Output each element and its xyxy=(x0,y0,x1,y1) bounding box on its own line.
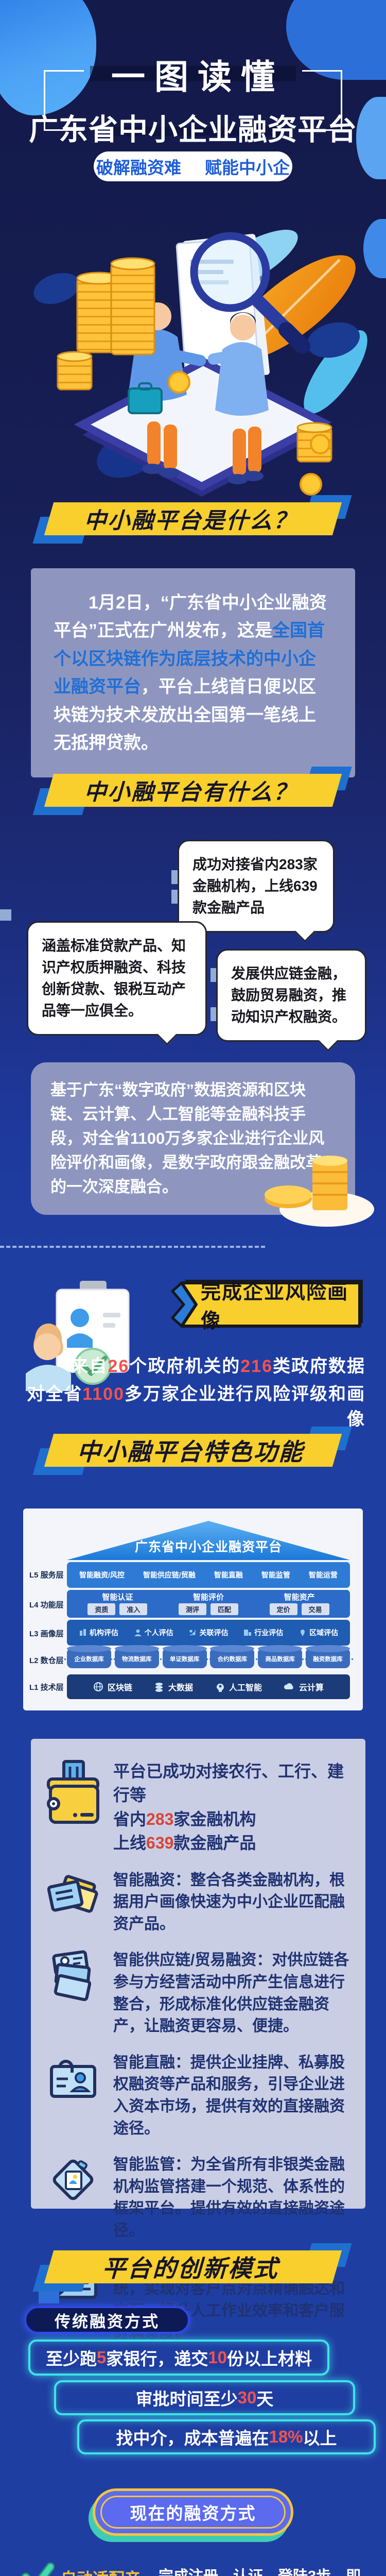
stat-line-2: 省内283家金融机构 xyxy=(113,1809,256,1828)
feature-text: 智能监管：为全省所有非银类金融机构监管搭建一个规范、体系性的框架平台。提供有效的… xyxy=(113,2156,345,2239)
banner-risk-profile: 完成企业风险画像 xyxy=(152,1279,368,1333)
feature-text: 智能融资：整合各类金融机构，根据用户画像快速为中小企业匹配融资产品。 xyxy=(113,1871,345,1933)
database-icon: 单证数据库 xyxy=(162,1645,207,1668)
database-icon: 商品数据库 xyxy=(258,1645,303,1668)
person-icon: 个人评估 xyxy=(134,1628,173,1638)
banner-what-has-label: 中小融平台有什么？ xyxy=(82,780,303,805)
clip-card-icon xyxy=(45,2052,101,2104)
arch-l1-row: 区块链 大数据 人工智能 云计算 xyxy=(67,1674,350,1699)
current-pill-label: 现在的融资方式 xyxy=(100,2496,286,2529)
current-pill: 现在的融资方式 xyxy=(93,2488,293,2536)
banner-features-label: 中小融平台特色功能 xyxy=(75,1438,310,1465)
arch-l3-row: 机构评估 个人评估 关联评估 行业评估 区域评估 xyxy=(67,1620,350,1646)
banner-features: 中小融平台特色功能 xyxy=(44,1434,342,1467)
database-icon: 合约数据库 xyxy=(210,1645,255,1668)
arch-roof: 广东省中小企业融资平台 xyxy=(67,1521,350,1560)
big-data-icon: 大数据 xyxy=(154,1681,193,1693)
bubble-supplychain: 发展供应链金融，鼓励贸易融资，推动知识产权融资。 xyxy=(216,949,366,1042)
what-is-pre: 1月2日，“广东省中小企业融资平台”正式在广州发布，这是 xyxy=(54,593,327,641)
pixel-decor xyxy=(0,909,11,921)
network-icon: 关联评估 xyxy=(188,1628,228,1638)
arch-l5-label: L5 服务层 xyxy=(29,1571,64,1580)
bubble-products: 涵盖标准贷款产品、知识产权质押融资、科技创新贷款、银税互动产品等一应俱全。 xyxy=(27,921,207,1036)
arch-l1-label: L1 技术层 xyxy=(29,1683,64,1692)
building-icon: 机构评估 xyxy=(79,1628,118,1638)
database-icon: 企业数据库 xyxy=(67,1645,111,1668)
businessman-right-icon xyxy=(207,312,269,484)
current-item: 自动适配产品: 完成注册、认证、登陆3步，即可在融资超市自动适配金融产品，为企业… xyxy=(21,2560,376,2576)
badge-icon xyxy=(45,2154,101,2206)
decor-square xyxy=(39,2291,59,2303)
id-card-check-icon xyxy=(26,1281,130,1391)
slogan-pill: 破解融资难 赋能中小企 xyxy=(94,151,292,181)
wallet-icon xyxy=(45,1759,101,1826)
slogan-left: 破解融资难 xyxy=(96,158,181,177)
banner-what-is: 中小融平台是什么？ xyxy=(44,502,342,535)
bubble-institutions: 成功对接省内283家金融机构，上线639款金融产品 xyxy=(178,840,335,933)
banner-what-has: 中小融平台有什么？ xyxy=(44,774,342,807)
feature-item: 智能供应链/贸易融资：对供应链各参与方经营活动中所产生信息进行整合，形成标准化供… xyxy=(45,1950,350,2037)
finance-cards-icon xyxy=(45,1870,101,1921)
feature-item: 智能监管：为全省所有非银类金融机构监管搭建一个规范、体系性的框架平台。提供有效的… xyxy=(45,2154,350,2242)
magnifier-icon xyxy=(190,232,310,354)
feature-item: 智能直融：提供企业挂牌、私募股权融资等产品和服务，引导企业进入资本市场，提供有效… xyxy=(45,2052,350,2140)
arch-l4-label: L4 功能层 xyxy=(29,1601,64,1609)
subtitle-backband xyxy=(106,127,280,136)
stat-line-3: 上线639款金融产品 xyxy=(113,1834,256,1853)
arch-l3-label: L3 画像层 xyxy=(29,1630,64,1638)
feature-text: 智能供应链/贸易融资：对供应链各参与方经营活动中所产生信息进行整合，形成标准化供… xyxy=(113,1952,349,2035)
arch-l2-label: L2 数仓层 xyxy=(29,1656,64,1665)
title-frame-right xyxy=(302,70,342,131)
hero-illustration xyxy=(33,229,367,497)
features-panel: 平台已成功对接农行、工行、建行等 省内283家金融机构 上线639款金融产品 智… xyxy=(31,1739,365,2341)
traditional-pill: 传统融资方式 xyxy=(25,2307,189,2333)
architecture-panel: 广东省中小企业融资平台 L5 服务层 智能融资/风控 智能供应链/贸融 智能直融… xyxy=(23,1509,363,1710)
id-cards-stack-icon xyxy=(45,1950,101,2002)
banner-what-is-label: 中小融平台是什么？ xyxy=(82,509,303,533)
database-icon: 物流数据库 xyxy=(114,1645,159,1668)
coin-stack-icon xyxy=(265,1156,374,1227)
industry-icon: 行业评估 xyxy=(243,1628,283,1638)
arch-l5-row: 智能融资/风控 智能供应链/贸融 智能直融 智能监管 智能运营 xyxy=(67,1562,350,1588)
feature-stat: 平台已成功对接农行、工行、建行等 省内283家金融机构 上线639款金融产品 xyxy=(45,1759,350,1855)
coin-stack-icons xyxy=(57,257,332,496)
risk-line-2: 对全省1100多万家企业进行风险评级和画像 xyxy=(27,1384,365,1429)
banner-innovation-label: 平台的创新模式 xyxy=(100,2255,285,2282)
cloud-icon: 云计算 xyxy=(284,1681,324,1693)
banner-innovation: 平台的创新模式 xyxy=(44,2250,342,2283)
banner-risk-profile-label: 完成企业风险画像 xyxy=(201,1281,349,1332)
arch-l4-row: 智能认证 资质准入 智能评价 测评匹配 智能资产 定价交易 xyxy=(67,1590,350,1618)
what-is-text: 1月2日，“广东省中小企业融资平台”正式在广州发布，这是全国首个以区块链作为底层… xyxy=(31,568,355,778)
what-is-highlight: 全国首个以区块链作为底层技术的中小企业融资平台 xyxy=(54,621,325,697)
feature-item: 智能融资：整合各类金融机构，根据用户画像快速为中小企业匹配融资产品。 xyxy=(45,1870,350,1936)
page-title: 一图读懂 xyxy=(111,58,284,96)
page-subtitle: 广东省中小企业融资平台 xyxy=(29,113,357,146)
risk-line-1: 来自26个政府机关的216类政府数据 xyxy=(71,1357,365,1376)
slogan-right: 赋能中小企 xyxy=(205,158,290,177)
stat-line-1: 平台已成功对接农行、工行、建行等 xyxy=(113,1762,344,1805)
title-frame-left xyxy=(44,70,84,131)
feature-text: 智能直融：提供企业挂牌、私募股权融资等产品和服务，引导企业进入资本市场，提供有效… xyxy=(113,2054,345,2137)
check-icon xyxy=(21,2560,61,2576)
map-pin-icon: 区域评估 xyxy=(299,1628,338,1638)
blockchain-globe-icon: 区块链 xyxy=(93,1681,132,1693)
wavy-divider xyxy=(0,1246,265,1248)
what-is-post: ，平台上线首日便以区块链为技术发放出全国第一笔线上无抵押贷款。 xyxy=(54,677,316,753)
title-backband xyxy=(90,66,296,81)
database-icon: 融资数据库 xyxy=(305,1645,350,1668)
arch-l2-row: 企业数据库 物流数据库 单证数据库 合约数据库 商品数据库 融资数据库 xyxy=(58,1645,353,1670)
ai-icon: 人工智能 xyxy=(215,1681,262,1693)
